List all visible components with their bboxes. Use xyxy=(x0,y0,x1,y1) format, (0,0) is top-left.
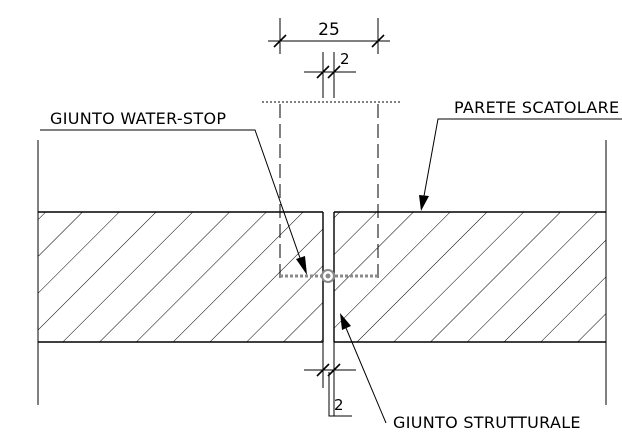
leader-structural-joint xyxy=(345,327,387,424)
dim-2-bottom-value: 2 xyxy=(334,396,344,414)
arrow-wall xyxy=(419,195,429,211)
wall-right-hatch xyxy=(334,212,606,342)
dim-2-top-tick-left xyxy=(316,65,330,79)
dim-2-top-value: 2 xyxy=(340,50,350,68)
dim-2-bottom-leader xyxy=(328,372,352,417)
waterstop-bulb-core xyxy=(325,273,331,279)
leader-wall xyxy=(423,118,622,197)
wall-left-hatch xyxy=(38,212,323,342)
label-wall: PARETE SCATOLARE xyxy=(454,98,619,117)
dim-2-bottom-tick-left xyxy=(316,363,330,377)
dim-25-tick-left xyxy=(273,34,287,48)
arrow-water-stop xyxy=(296,256,307,275)
dim-25-value: 25 xyxy=(318,20,340,40)
arrow-structural-joint xyxy=(340,313,351,330)
dim-2-bottom-tick-right xyxy=(327,363,341,377)
leader-water-stop xyxy=(40,129,301,259)
dim-25-tick-right xyxy=(371,34,385,48)
label-structural-joint: GIUNTO STRUTTURALE xyxy=(393,413,581,432)
label-water-stop: GIUNTO WATER-STOP xyxy=(50,109,226,128)
dim-2-top-tick-right xyxy=(327,65,341,79)
